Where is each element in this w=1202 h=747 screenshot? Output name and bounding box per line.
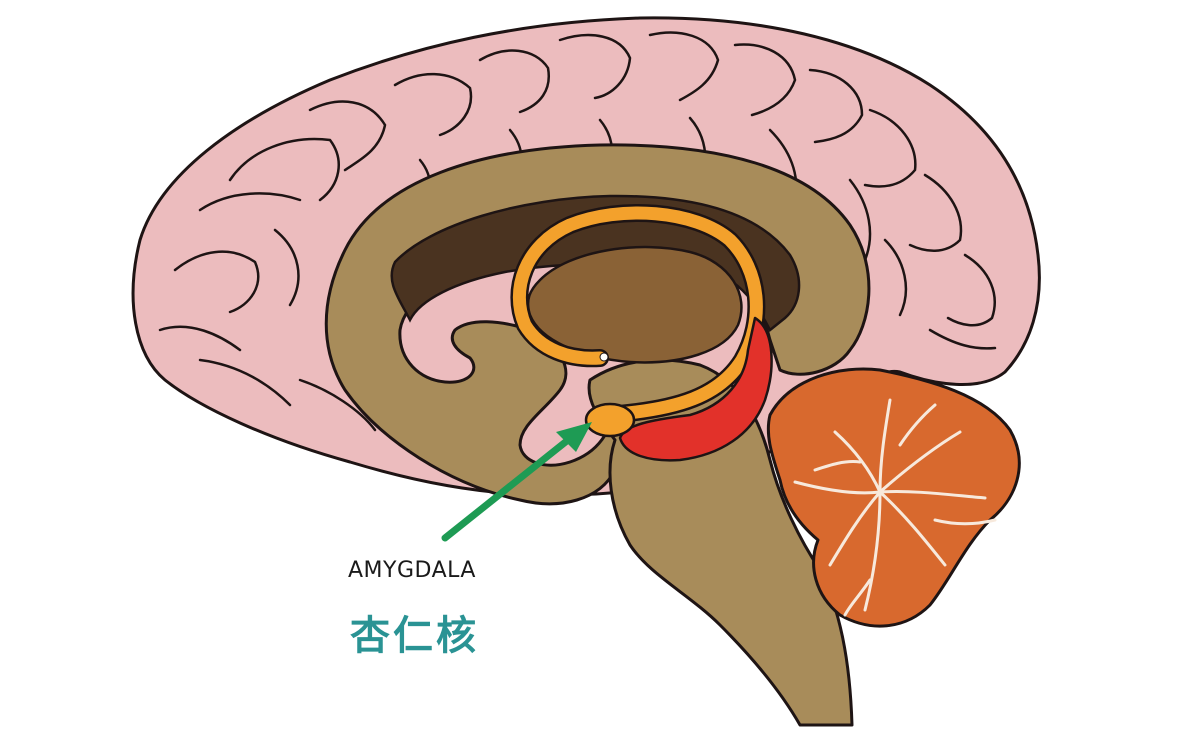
label-english: AMYGDALA: [348, 558, 476, 583]
cortex-sulci: [158, 31, 997, 432]
red-structure: [618, 316, 773, 462]
label-chinese: 杏仁核: [350, 613, 479, 659]
arbor-vitae: [793, 398, 997, 617]
arrow-icon: [441, 422, 592, 542]
limbic-arc-fill: [512, 206, 763, 422]
amygdala: [584, 402, 636, 438]
pineal-dot: [599, 352, 609, 362]
